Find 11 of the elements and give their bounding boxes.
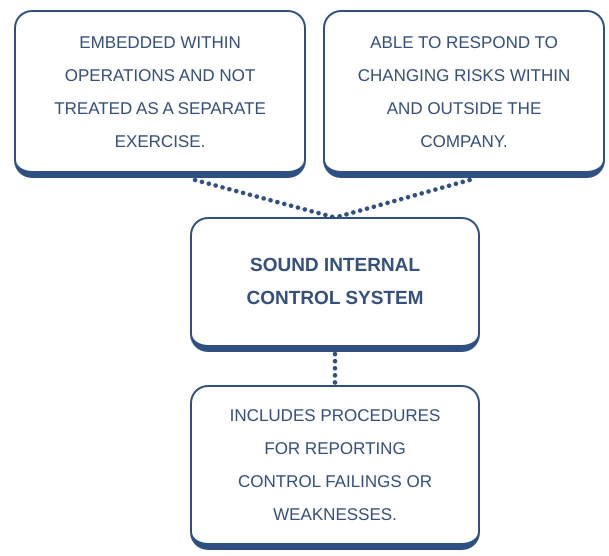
box-text: EMBEDDED WITHIN OPERATIONS AND NOT TREATED AS A SEPARATE EXERCISE. [53, 32, 267, 152]
rounded-text-box [14, 10, 306, 178]
rounded-text-box [190, 385, 480, 550]
rounded-text-box [323, 10, 605, 178]
box-text: SOUND INTERNAL CONTROL SYSTEM [246, 254, 424, 311]
box-text: INCLUDES PROCEDURES FOR REPORTING CONTROL FAILINGS OR WEAKNESSES. [228, 405, 442, 526]
dotted-connector [334, 178, 472, 220]
rounded-text-box [190, 217, 480, 352]
dotted-connector [332, 352, 338, 388]
dotted-connector [192, 178, 336, 220]
box-text: ABLE TO RESPOND TO CHANGING RISKS WITHIN AND OUTSIDE THE COMPANY. [356, 32, 572, 152]
